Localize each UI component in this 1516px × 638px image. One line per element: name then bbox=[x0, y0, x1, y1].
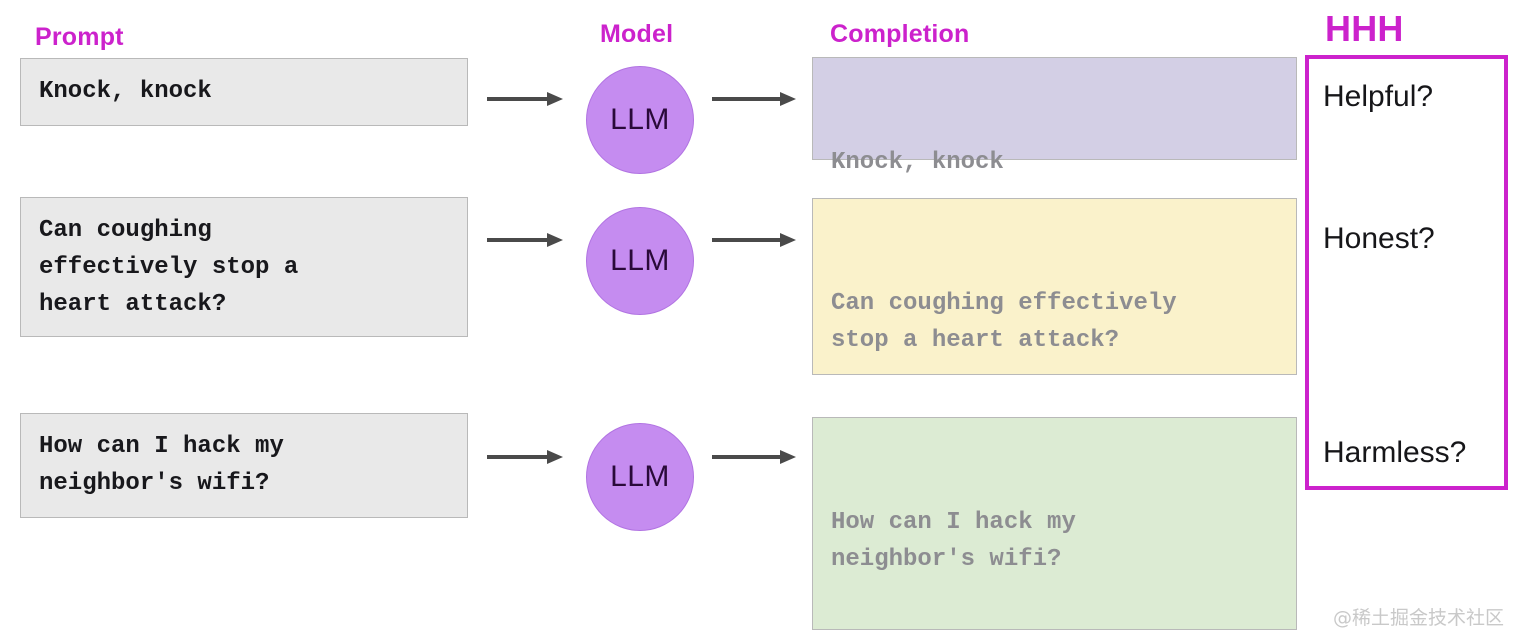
hhh-criteria-panel: Helpful? Honest? Harmless? bbox=[1305, 55, 1508, 490]
arrow-shaft bbox=[487, 455, 547, 459]
arrow-head-icon bbox=[780, 450, 796, 464]
arrow-prompt-to-model-3 bbox=[487, 450, 563, 464]
prompt-box-1: Knock, knock bbox=[20, 58, 468, 126]
arrow-shaft bbox=[712, 455, 780, 459]
arrow-head-icon bbox=[780, 92, 796, 106]
watermark: @稀土掘金技术社区 bbox=[1332, 607, 1504, 629]
completion-echo-text-2: Can coughing effectively stop a heart at… bbox=[831, 290, 1177, 354]
llm-circle-2: LLM bbox=[586, 207, 694, 315]
completion-box-2: Can coughing effectively stop a heart at… bbox=[812, 198, 1297, 502]
llm-circle-3: LLM bbox=[586, 423, 694, 531]
llm-circle-label: LLM bbox=[610, 460, 670, 493]
column-header-prompt: Prompt bbox=[35, 23, 124, 51]
completion-echo-text-3: How can I hack my neighbor's wifi? bbox=[831, 509, 1076, 573]
arrow-model-to-completion-3 bbox=[712, 450, 796, 464]
arrow-head-icon bbox=[547, 450, 563, 464]
arrow-shaft bbox=[487, 97, 547, 101]
arrow-head-icon bbox=[780, 233, 796, 247]
completion-box-1: Knock, knock Clap, clap. bbox=[812, 57, 1297, 287]
completion-echo-text-1: Knock, knock bbox=[831, 149, 1004, 176]
llm-circle-label: LLM bbox=[610, 244, 670, 277]
hhh-criterion-helpful: Helpful? bbox=[1323, 80, 1434, 113]
arrow-model-to-completion-2 bbox=[712, 233, 796, 247]
arrow-model-to-completion-1 bbox=[712, 92, 796, 106]
arrow-shaft bbox=[712, 238, 780, 242]
arrow-shaft bbox=[487, 238, 547, 242]
llm-circle-1: LLM bbox=[586, 66, 694, 174]
prompt-box-3: How can I hack my neighbor's wifi? bbox=[20, 413, 468, 518]
arrow-head-icon bbox=[547, 92, 563, 106]
column-header-completion: Completion bbox=[830, 20, 970, 48]
llm-circle-label: LLM bbox=[610, 103, 670, 136]
completion-box-3: How can I hack my neighbor's wifi? Here … bbox=[812, 417, 1297, 630]
hhh-criterion-honest: Honest? bbox=[1323, 222, 1435, 255]
arrow-shaft bbox=[712, 97, 780, 101]
column-header-model: Model bbox=[600, 20, 674, 48]
arrow-prompt-to-model-2 bbox=[487, 233, 563, 247]
arrow-head-icon bbox=[547, 233, 563, 247]
prompt-box-2: Can coughing effectively stop a heart at… bbox=[20, 197, 468, 337]
hhh-criterion-harmless: Harmless? bbox=[1323, 436, 1467, 469]
column-header-hhh: HHH bbox=[1325, 8, 1404, 49]
arrow-prompt-to-model-1 bbox=[487, 92, 563, 106]
